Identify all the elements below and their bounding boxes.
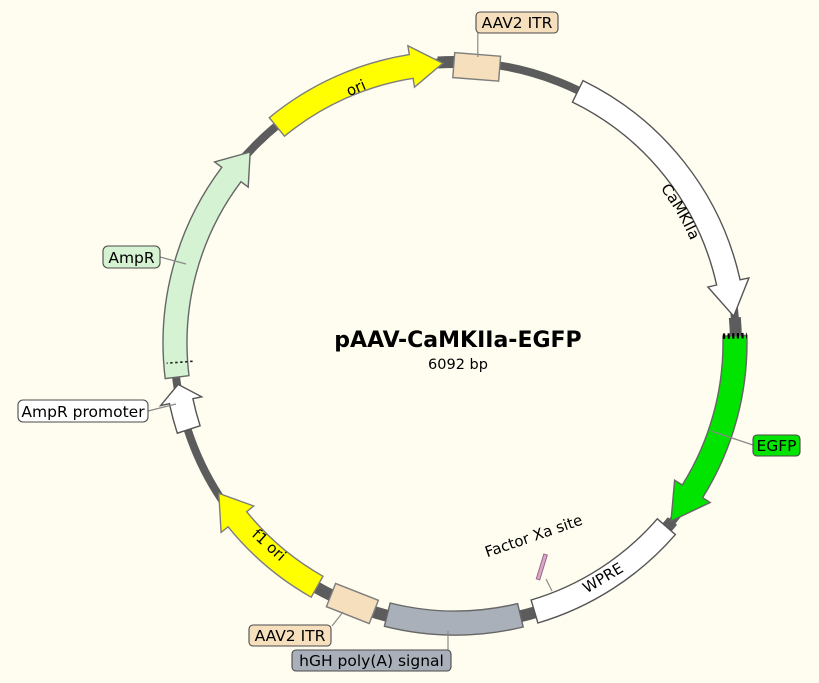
svg-text:hGH poly(A) signal: hGH poly(A) signal	[299, 652, 444, 670]
feature-aav2-itr-5-box[interactable]	[452, 51, 502, 82]
label-aav2-itr-5[interactable]: AAV2 ITR	[475, 11, 559, 34]
ampr-signal-boundary-dotted-line	[166, 360, 193, 364]
svg-text:AAV2 ITR: AAV2 ITR	[482, 14, 553, 32]
plasmid-size: 6092 bp	[428, 357, 488, 373]
svg-text:AmpR: AmpR	[108, 249, 155, 267]
feature-factor-xa-site-tick[interactable]	[535, 553, 548, 581]
feature-wpre-block[interactable]	[530, 517, 677, 624]
factor-xa-connector	[545, 578, 553, 592]
label-aav2-itr-3[interactable]: AAV2 ITR	[248, 624, 332, 647]
feature-ori-arrow[interactable]	[268, 44, 445, 138]
feature-egfp-arrow[interactable]	[670, 334, 748, 523]
label-connectors	[147, 33, 754, 650]
label-hgh-polya[interactable]: hGH poly(A) signal	[291, 649, 452, 672]
label-ampr[interactable]: AmpR	[102, 245, 161, 269]
feature-ampr-promoter-arrow[interactable]	[158, 383, 204, 435]
feature-ampr-arrow[interactable]	[162, 151, 251, 380]
label-ampr-promoter[interactable]: AmpR promoter	[17, 399, 149, 423]
feature-f1-ori-arrow[interactable]	[218, 492, 324, 599]
feature-aav2-itr-3-box[interactable]	[325, 582, 380, 625]
feature-camkiia-arrow[interactable]	[571, 79, 751, 318]
svg-text:AmpR promoter: AmpR promoter	[21, 403, 145, 421]
plasmid-title: pAAV-CaMKIIa-EGFP	[334, 328, 581, 353]
label-egfp[interactable]: EGFP	[752, 434, 801, 457]
svg-text:AAV2 ITR: AAV2 ITR	[255, 627, 326, 645]
svg-text:EGFP: EGFP	[756, 437, 796, 455]
egfp-start-hatch	[722, 332, 747, 339]
feature-hgh-polya-block[interactable]	[383, 602, 525, 636]
